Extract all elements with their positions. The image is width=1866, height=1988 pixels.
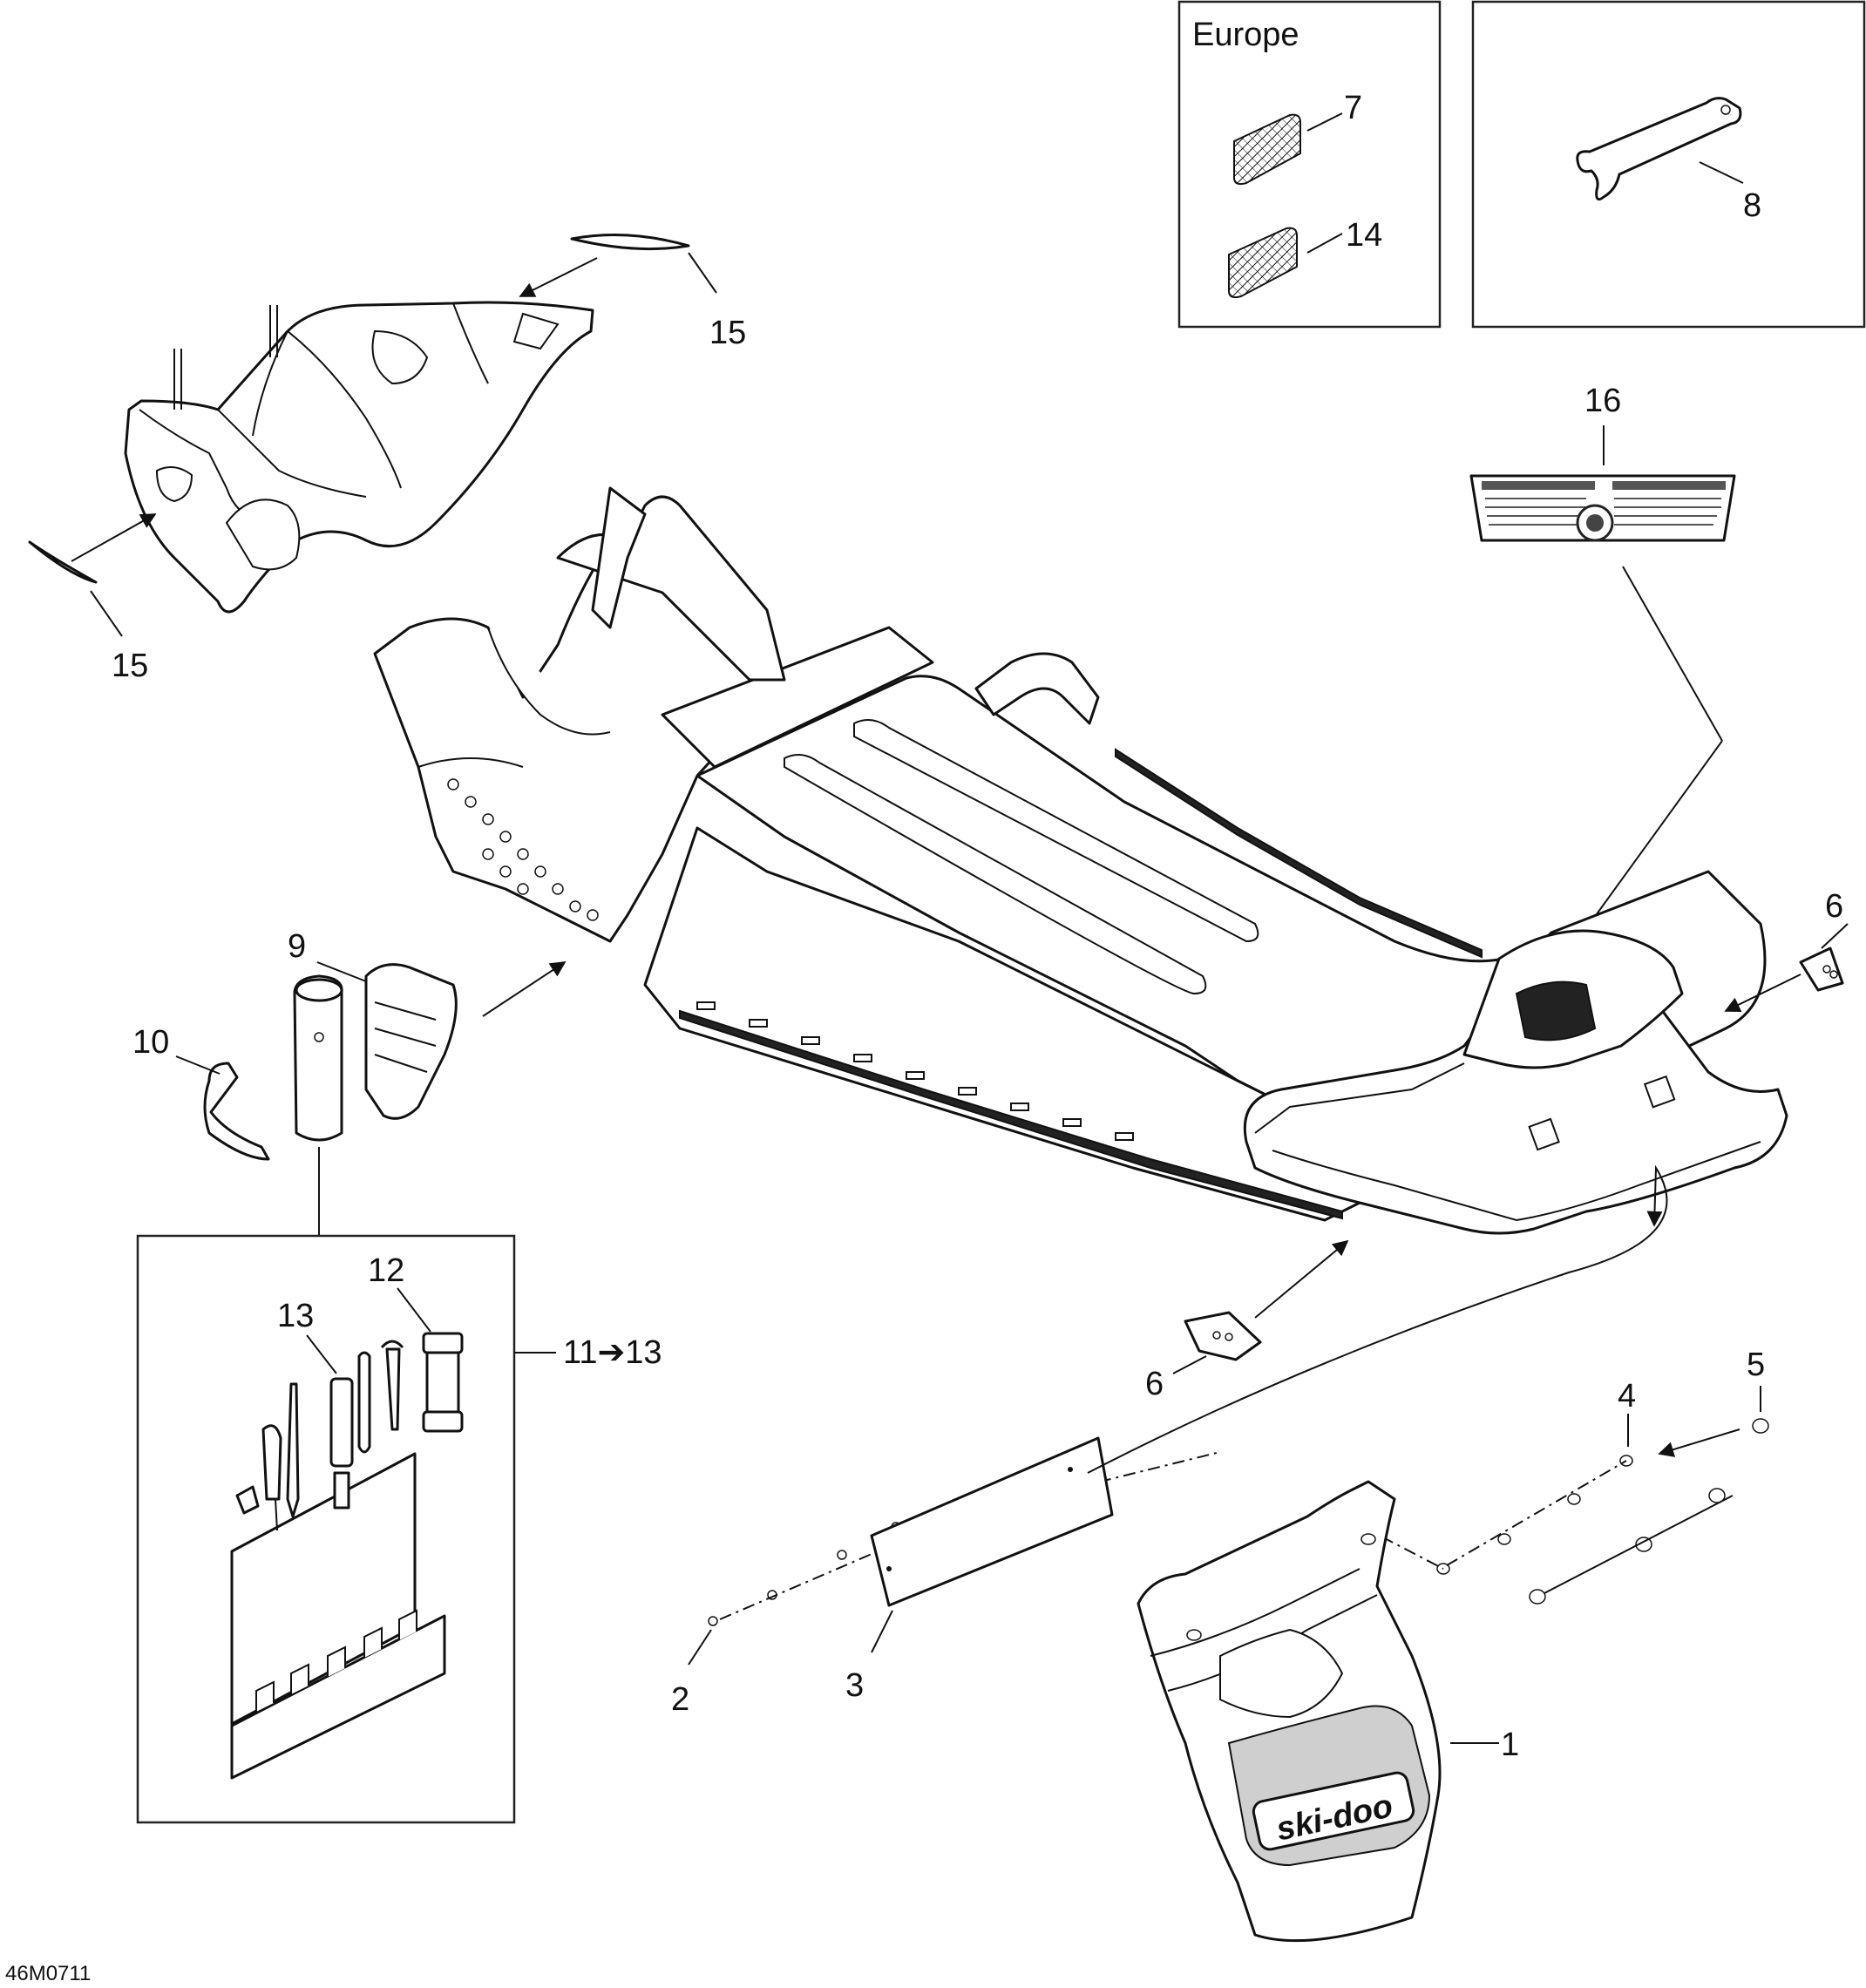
callout-4: 4 [1618,1378,1636,1415]
callout-15a: 15 [709,315,746,351]
bulkhead-holes [447,778,599,921]
reinforcement-plate-part-3 [870,1436,1114,1607]
callout-10: 10 [132,1024,169,1061]
callout-12: 12 [368,1252,404,1289]
pin-tool [286,1382,300,1518]
trim-strip-part-15b [28,540,98,584]
reflector-part-7 [1233,113,1301,186]
trim-strip-part-15a [570,234,690,251]
hook-tool [357,1351,371,1454]
open-wrench-tool [380,1340,404,1431]
europe-label: Europe [1192,17,1299,53]
decal-part-6a [1799,947,1844,992]
spark-plug-tool-13 [329,1377,354,1510]
chassis-frame [373,486,1788,1235]
front-console-part [124,301,594,614]
callout-6a: 6 [1825,888,1843,925]
europe-inset: Europe 7 14 [1177,0,1442,329]
bolt-part-5 [1529,1418,1769,1605]
side-slots [696,1001,1134,1141]
screwdriver-tool [261,1424,282,1531]
wrench-inset: 8 [1471,0,1866,329]
bracket-part-9 [364,963,458,1120]
callout-13: 13 [277,1298,314,1334]
snow-flap-part-1: ski-doo [1137,1480,1442,1943]
callout-7: 7 [1344,90,1362,126]
callout-8: 8 [1743,187,1761,224]
callout-15b: 15 [112,648,148,684]
socket-tool-12 [422,1332,464,1433]
tool-bag [230,1452,446,1780]
callout-3: 3 [845,1667,864,1704]
callout-16: 16 [1584,383,1621,419]
callout-6b: 6 [1145,1366,1164,1402]
tool-kit-tube [293,974,343,1142]
callout-5: 5 [1747,1347,1765,1383]
figure-code: 46M0711 [5,1962,91,1985]
strap-part-10 [203,1062,270,1161]
callout-9: 9 [288,928,306,965]
callout-14: 14 [1346,217,1382,254]
callout-2: 2 [671,1681,689,1718]
tool-kit-inset: 13 12 [136,1234,516,1824]
callout-11-13: 11➔13 [563,1334,662,1371]
decal-part-6b [1184,1311,1262,1361]
callout-1: 1 [1501,1727,1519,1763]
reflector-part-14 [1228,227,1298,299]
clip-tool [235,1485,260,1515]
warning-decal-part-16 [1469,474,1736,542]
wrench-part-8 [1576,97,1742,201]
